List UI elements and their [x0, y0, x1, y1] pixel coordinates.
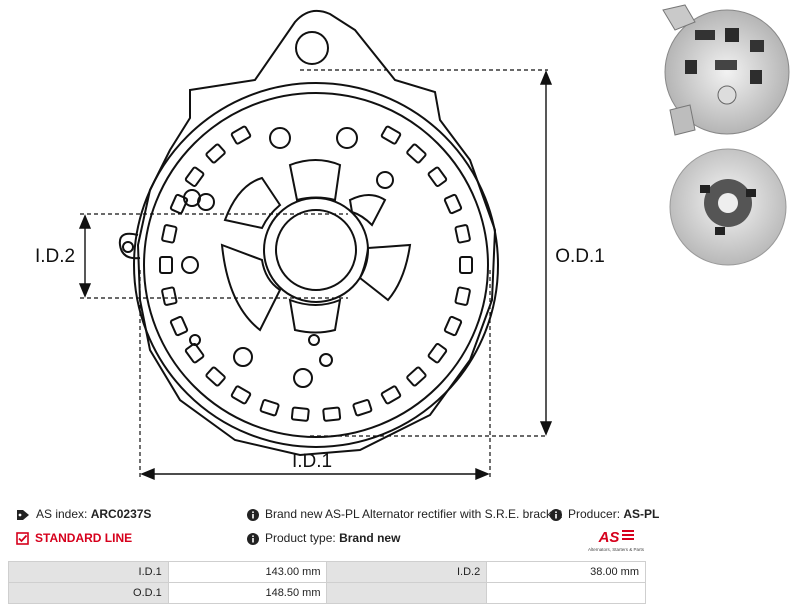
dimension-label-id2: I.D.2	[35, 246, 75, 267]
standard-line-label: STANDARD LINE	[35, 531, 133, 545]
hub-inner	[275, 209, 357, 291]
technical-drawing: I.D.2 O.D.1 I.D.1	[35, 9, 605, 481]
as-index-value: ARC0237S	[90, 507, 152, 521]
as-index-label: AS index:	[36, 507, 88, 521]
spec-label: O.D.1	[8, 582, 169, 604]
spec-value: 148.50 mm	[167, 582, 328, 604]
ventilation-slot	[454, 286, 471, 306]
ventilation-slot	[427, 166, 448, 188]
blade-lowleft	[220, 243, 282, 332]
standard-line-row: STANDARD LINE	[16, 530, 132, 546]
ventilation-slot	[169, 193, 189, 215]
ventilation-slot	[161, 224, 178, 244]
info-icon	[247, 532, 259, 545]
description-text: Brand new AS-PL Alternator rectifier wit…	[265, 507, 563, 521]
producer-value: AS-PL	[623, 507, 660, 521]
ventilation-slot	[380, 125, 402, 145]
dimension-label-od1: O.D.1	[555, 246, 605, 267]
ventilation-slot	[443, 193, 463, 215]
spec-label: I.D.1	[8, 561, 169, 583]
as-pl-logo: AS Alternators, Starters & Parts	[588, 529, 645, 552]
ventilation-slot	[169, 315, 189, 337]
svg-text:Alternators, Starters & Parts: Alternators, Starters & Parts	[588, 547, 645, 552]
blade-top	[288, 159, 342, 202]
ventilation-slot	[290, 406, 310, 422]
producer-label: Producer:	[568, 507, 621, 521]
ventilation-slot	[230, 385, 252, 405]
spec-value	[486, 582, 646, 604]
ventilation-slot	[443, 315, 463, 337]
ventilation-slot	[459, 256, 473, 274]
product-type-label: Product type:	[265, 531, 336, 545]
product-type-value: Brand new	[339, 531, 401, 545]
left-ear	[118, 232, 141, 260]
ventilation-slot	[406, 143, 427, 164]
spec-value: 143.00 mm	[167, 561, 328, 583]
blade-right	[348, 194, 387, 227]
blade-bottom	[288, 298, 342, 334]
ventilation-slot	[352, 399, 373, 417]
product-photo-bottom	[660, 145, 800, 275]
svg-text:AS: AS	[598, 529, 620, 546]
inner-circle	[143, 92, 489, 438]
product-photo-top	[655, 0, 800, 140]
ventilation-slot	[159, 256, 173, 274]
ventilation-slot	[205, 143, 226, 164]
ventilation-slot	[380, 385, 402, 405]
description-row: Brand new AS-PL Alternator rectifier wit…	[247, 506, 562, 522]
ventilation-slot	[184, 342, 205, 364]
spec-value: 38.00 mm	[486, 561, 646, 583]
blade-left	[223, 176, 282, 230]
producer-row: Producer: AS-PL	[550, 506, 659, 522]
ventilation-slot	[406, 366, 427, 387]
outer-circle	[133, 82, 499, 448]
ventilation-slot	[259, 399, 280, 417]
ear-hole	[295, 31, 329, 65]
ventilation-slot	[427, 342, 448, 364]
slot-ring	[159, 125, 473, 422]
dimension-label-id1: I.D.1	[292, 451, 332, 472]
info-icon	[247, 508, 259, 521]
tag-icon	[16, 509, 30, 521]
ventilation-slot	[161, 286, 178, 306]
blade-right2	[358, 243, 412, 302]
checkbox-icon	[16, 532, 29, 546]
spec-label: I.D.2	[326, 561, 488, 583]
ventilation-slot	[322, 406, 342, 422]
ventilation-slot	[230, 125, 252, 145]
bracket-outline	[136, 9, 497, 457]
ventilation-slot	[205, 366, 226, 387]
product-type-row: Product type: Brand new	[247, 530, 400, 546]
ventilation-slot	[184, 166, 205, 188]
spec-label	[326, 582, 488, 604]
info-icon	[550, 508, 562, 521]
ventilation-slot	[454, 224, 471, 244]
as-index-row: AS index: ARC0237S	[16, 506, 151, 522]
